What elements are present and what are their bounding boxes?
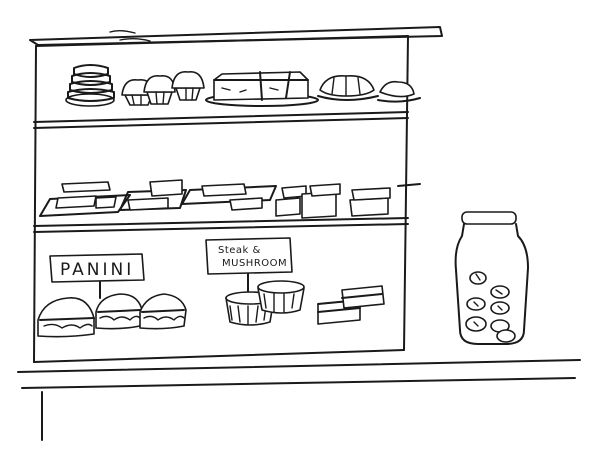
- cookie-jar: [454, 211, 529, 345]
- panini-sign: PANINI: [49, 253, 145, 299]
- tray-sandwiches: [39, 179, 421, 219]
- pies: [225, 280, 305, 326]
- steak-sign-line-1: Steak &: [218, 245, 261, 256]
- cake: [205, 71, 319, 107]
- panini-sign-text: PANINI: [60, 260, 134, 280]
- boxed-pastries: [317, 285, 385, 325]
- muffins: [121, 71, 205, 106]
- croissants: [317, 74, 421, 103]
- cookies-in-jar: [465, 271, 516, 343]
- pancake-stack: [65, 64, 115, 107]
- steak-mushroom-sign: Steak & MUSHROOM: [205, 237, 293, 293]
- counter-top: [17, 359, 581, 441]
- steak-sign-line-2: MUSHROOM: [222, 258, 287, 269]
- panini-sandwiches: [37, 293, 187, 338]
- top-shelf: [33, 111, 409, 129]
- middle-shelf: [33, 217, 409, 233]
